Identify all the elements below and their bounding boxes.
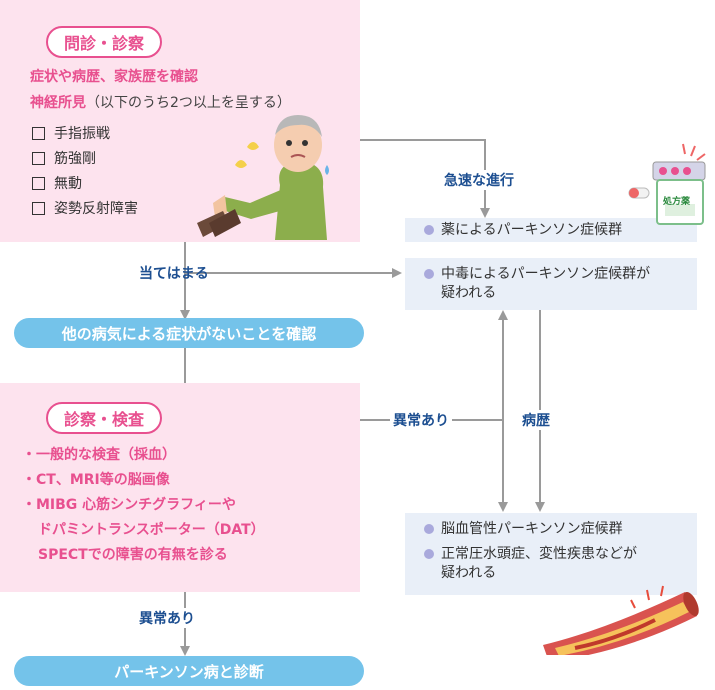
check-item: 筋強剛	[32, 148, 96, 168]
step1-line2: 神経所見（以下のうち2つ以上を呈する）	[30, 92, 291, 112]
label-abnormal-bottom: 異常あり	[136, 608, 198, 628]
drug-induced-box	[405, 218, 697, 242]
bullet-dot	[424, 549, 434, 559]
exam-item: ・MIBG 心筋シンチグラフィーや	[22, 497, 236, 513]
parkinson-diagnosis-pill: パーキンソン病と診断	[14, 656, 364, 686]
connector-rapid	[360, 139, 490, 218]
connector-abnormal-mid	[360, 419, 508, 512]
medicine-label: 処方薬	[663, 197, 691, 207]
checkbox-icon	[32, 126, 45, 140]
confirm-no-other-disease-pill: 他の病気による症状がないことを確認	[14, 318, 364, 348]
step1-tag: 問診・診察	[46, 26, 162, 58]
drug-induced-text: 薬によるパーキンソン症候群	[441, 222, 623, 238]
toxin-box	[405, 258, 697, 310]
vascular-item1: 脳血管性パーキンソン症候群	[441, 521, 623, 537]
checkbox-icon	[32, 201, 45, 215]
check-item: 手指振戦	[32, 123, 110, 143]
check-item: 無動	[32, 173, 82, 193]
checkbox-icon	[32, 176, 45, 190]
label-applies: 当てはまる	[139, 266, 209, 282]
step2-tag: 診察・検査	[46, 402, 162, 434]
step1-line2-main: 神経所見	[30, 95, 86, 111]
exam-item: ・一般的な検査（採血）	[22, 447, 176, 463]
exam-item: ・CT、MRI等の脳画像	[22, 472, 170, 488]
check-item: 姿勢反射障害	[32, 198, 138, 218]
label-abnormal-mid: 異常あり	[390, 410, 452, 430]
prescription-medicine-illustration	[628, 143, 706, 225]
step1-line1: 症状や病歴、家族歴を確認	[30, 69, 198, 85]
toxin-text: 中毒によるパーキンソン症候群が 疑われる	[441, 266, 651, 301]
checkbox-icon	[32, 151, 45, 165]
bullet-dot	[424, 225, 434, 235]
bullet-dot	[424, 269, 434, 279]
elderly-patient-illustration	[197, 115, 329, 240]
blood-vessel-illustration	[543, 585, 699, 655]
exam-item-continued: ドパミントランスポーター（DAT）	[38, 522, 265, 538]
label-rapid-progression: 急速な進行	[441, 170, 517, 190]
bullet-dot	[424, 524, 434, 534]
step1-line2-note: （以下のうち2つ以上を呈する）	[86, 95, 291, 111]
exam-item-continued: SPECTでの障害の有無を診る	[38, 547, 228, 563]
vascular-box	[405, 513, 697, 595]
vascular-item2: 正常圧水頭症、変性疾患などが 疑われる	[441, 546, 637, 581]
label-history: 病歴	[519, 410, 553, 430]
